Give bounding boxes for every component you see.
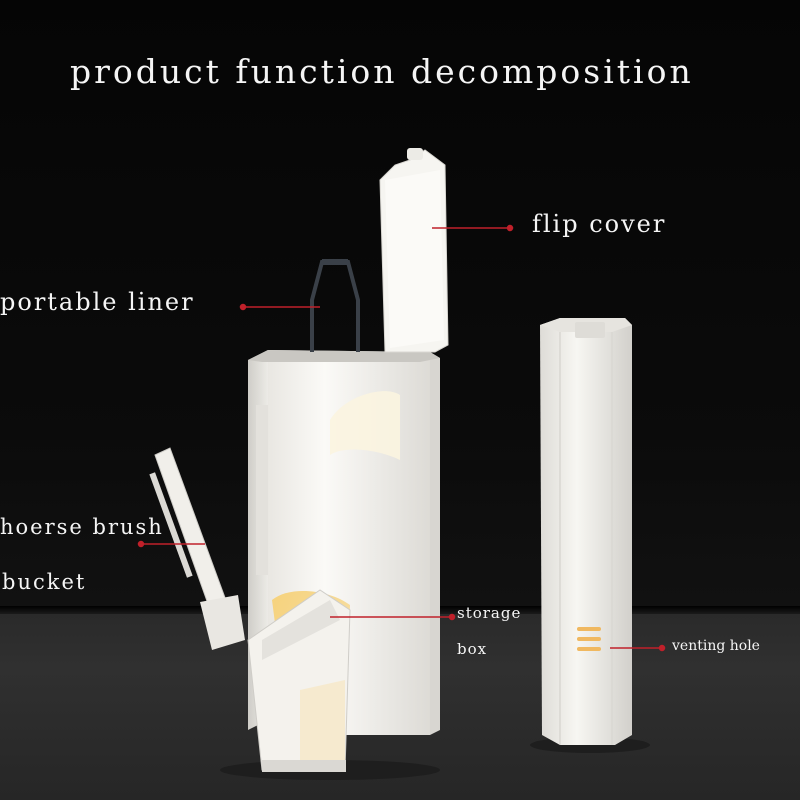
brush-bucket xyxy=(247,589,351,772)
pointer-dot xyxy=(448,613,456,621)
label-storage: storage xyxy=(457,604,522,622)
venting-slots xyxy=(577,627,601,651)
flip-cover xyxy=(379,148,449,353)
cover-tab xyxy=(407,148,423,160)
bin-side-window xyxy=(256,405,268,575)
main-bin xyxy=(248,350,440,735)
page-title: product function decomposition xyxy=(70,52,694,91)
pointer-dot xyxy=(506,224,514,232)
pointer-lines xyxy=(137,224,666,652)
label-bucket: bucket xyxy=(2,570,87,594)
label-portable-liner: portable liner xyxy=(0,288,195,316)
pointer-dot xyxy=(137,540,145,548)
label-venting-hole: venting hole xyxy=(672,638,760,654)
liner-glimpse xyxy=(330,391,400,460)
tall-column xyxy=(540,318,632,745)
pointer-dot xyxy=(239,303,247,311)
column-top-tab xyxy=(575,322,605,338)
label-flip-cover: flip cover xyxy=(532,210,667,238)
bin-rim xyxy=(248,350,440,362)
pointer-dot xyxy=(658,644,666,652)
toilet-brush xyxy=(149,447,245,650)
bin-right-panel xyxy=(430,352,440,735)
liner-handle xyxy=(310,259,360,352)
label-brush: hoerse brush xyxy=(0,515,164,539)
label-box: box xyxy=(457,640,488,658)
